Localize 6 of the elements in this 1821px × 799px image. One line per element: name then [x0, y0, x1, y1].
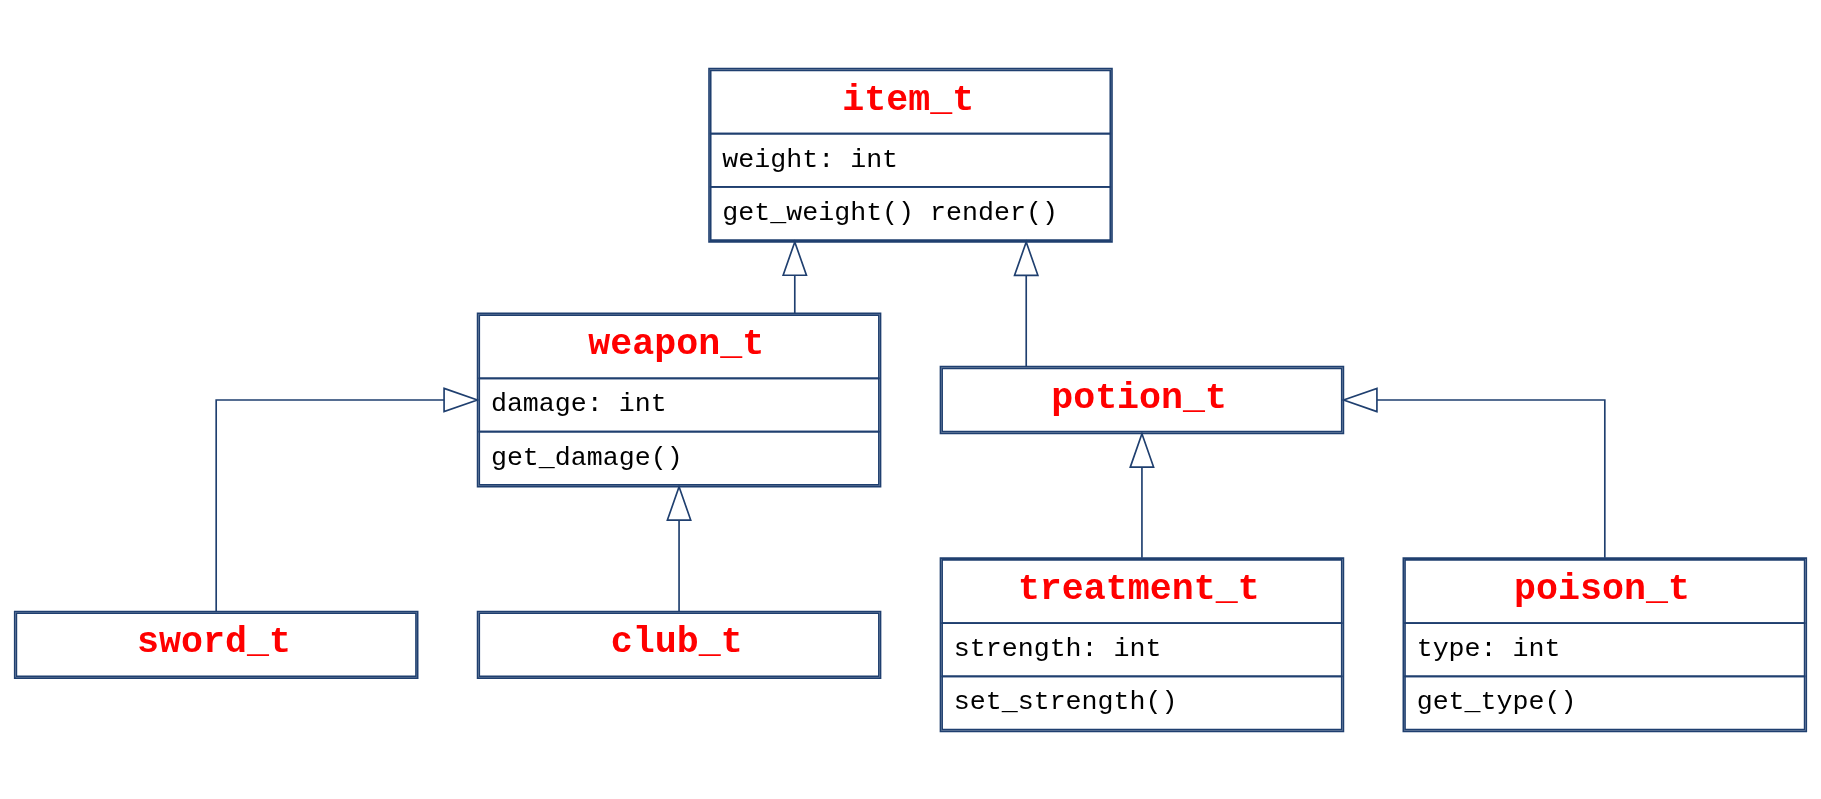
arrow: [666, 483, 692, 612]
arrow: [1129, 430, 1155, 559]
arrow: [1013, 239, 1040, 367]
arrow: [781, 238, 808, 314]
arrow: [1341, 386, 1606, 559]
arrow: [215, 386, 480, 612]
